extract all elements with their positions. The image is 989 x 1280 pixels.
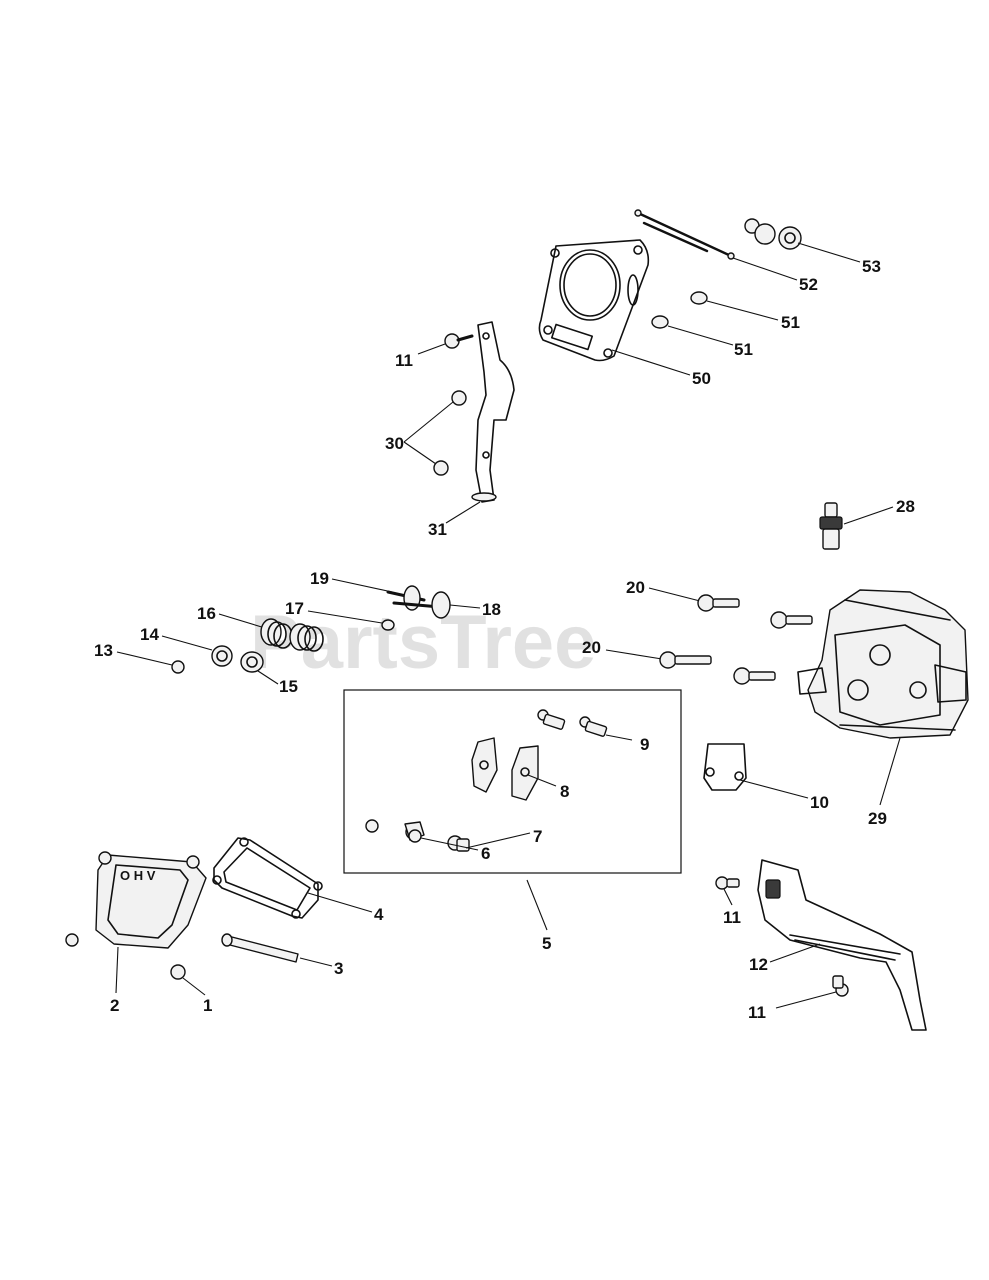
part-29-cylinder-head[interactable] — [797, 589, 969, 739]
part-2-valve-cover[interactable]: O H V — [95, 854, 207, 949]
part-30-bolts[interactable] — [433, 390, 467, 476]
part-31-bracket[interactable] — [471, 321, 515, 503]
part-15-seal[interactable] — [240, 651, 264, 673]
callout-15: 15 — [279, 677, 298, 696]
callout-10: 10 — [810, 793, 829, 812]
callout-6: 6 — [481, 844, 490, 863]
callout-3: 3 — [334, 959, 343, 978]
part-11-bolt-lower[interactable] — [832, 975, 849, 997]
part-11-bolt-middle[interactable] — [715, 876, 740, 890]
part-10-plate[interactable] — [703, 743, 747, 791]
part-28-spark-plug[interactable] — [819, 502, 843, 550]
callout-50: 50 — [692, 369, 711, 388]
callout-28: 28 — [896, 497, 915, 516]
callout-18: 18 — [482, 600, 501, 619]
callout-51-upper: 51 — [781, 313, 800, 332]
part-52-push-rods[interactable] — [634, 209, 735, 260]
part-16-valve-springs[interactable] — [260, 618, 324, 652]
callout-30: 30 — [385, 434, 404, 453]
callout-11-lower: 11 — [748, 1003, 766, 1022]
callout-11-upper: 11 — [395, 351, 413, 370]
callout-20-upper: 20 — [626, 578, 645, 597]
callout-16: 16 — [197, 604, 216, 623]
part-9-rocker-studs[interactable] — [537, 709, 608, 737]
callout-29: 29 — [868, 809, 887, 828]
callout-31: 31 — [428, 520, 447, 539]
part-51-valve-cap-upper[interactable] — [690, 291, 708, 305]
part-17-keeper[interactable] — [381, 619, 395, 631]
callout-19: 19 — [310, 569, 329, 588]
cover-logo-text: O H V — [120, 868, 156, 883]
part-20-head-bolt-4[interactable] — [733, 667, 776, 685]
part-8-rocker-arms[interactable] — [471, 737, 539, 801]
callout-17: 17 — [285, 599, 304, 618]
callout-2: 2 — [110, 996, 119, 1015]
callout-12: 12 — [749, 955, 768, 974]
part-13-nut[interactable] — [171, 660, 185, 674]
part-12-shroud[interactable] — [757, 859, 927, 1031]
callout-52: 52 — [799, 275, 818, 294]
part-51-valve-cap-lower[interactable] — [651, 315, 669, 329]
callout-4: 4 — [374, 905, 384, 924]
callout-20-lower: 20 — [582, 638, 601, 657]
part-11-bolt-upper[interactable] — [444, 333, 474, 349]
callout-9: 9 — [640, 735, 649, 754]
part-20-head-bolt-1[interactable] — [697, 594, 740, 612]
callout-13: 13 — [94, 641, 113, 660]
part-14-seal[interactable] — [211, 645, 233, 667]
part-3-breather-tube[interactable] — [221, 933, 299, 963]
part-50-head-gasket[interactable] — [538, 239, 650, 362]
part-2-cover-bolts[interactable] — [65, 851, 200, 947]
callout-53: 53 — [862, 257, 881, 276]
part-20-head-bolt-3[interactable] — [659, 651, 712, 669]
callout-14: 14 — [140, 625, 159, 644]
callout-8: 8 — [560, 782, 569, 801]
callout-51-lower: 51 — [734, 340, 753, 359]
rocker-assembly-box — [343, 689, 682, 874]
part-20-head-bolt-2[interactable] — [770, 611, 813, 629]
callout-1: 1 — [203, 996, 212, 1015]
callout-5: 5 — [542, 934, 551, 953]
callout-7: 7 — [533, 827, 542, 846]
part-4-valve-cover-gasket[interactable] — [212, 837, 323, 919]
part-53-retainers[interactable] — [744, 218, 802, 250]
part-1-bolt[interactable] — [170, 964, 186, 980]
callout-11-middle: 11 — [723, 908, 741, 927]
part-6-jam-nuts[interactable] — [365, 819, 422, 843]
